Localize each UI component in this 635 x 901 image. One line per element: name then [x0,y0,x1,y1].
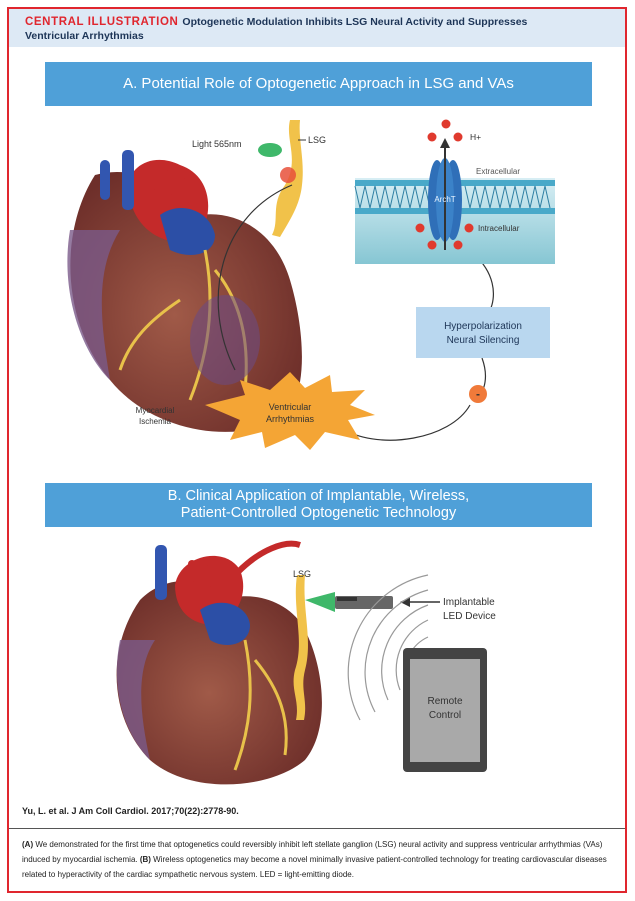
lsg-label-a: LSG [308,135,326,145]
lsg-label-b: LSG [293,569,311,579]
archt-channel-icon [428,138,462,250]
lsg-ganglion-a [258,120,303,237]
caption: (A) We demonstrated for the first time t… [22,837,614,882]
heart-a [67,150,302,432]
caption-a-text: We demonstrated for the first time that … [22,840,603,864]
title-line-2: Ventricular Arrhythmias [25,30,144,42]
central-illustration-label: CENTRAL ILLUSTRATION [25,16,179,28]
heart-b [116,540,322,785]
caption-divider [9,828,625,829]
title-line-1: Optogenetic Modulation Inhibits LSG Neur… [182,16,528,28]
panel-b-title: B. Clinical Application of Implantable, … [45,483,592,527]
panel-a-title: A. Potential Role of Optogenetic Approac… [45,62,592,106]
light-label: Light 565nm [192,139,242,149]
remote-control-icon [403,648,487,772]
ganglion-to-heart-line [217,184,293,371]
citation: Yu, L. et al. J Am Coll Cardiol. 2017;70… [22,806,239,816]
caption-b-text: Wireless optogenetics may become a novel… [22,855,607,879]
lsg-ganglion-b [293,575,308,720]
panel-b-title-line-1: B. Clinical Application of Implantable, … [167,488,470,504]
caption-a-tag: (A) [22,840,34,849]
extracellular-label: Extracellular [476,167,520,176]
panel-b-title-line-2: Patient-Controlled Optogenetic Technolog… [180,505,457,521]
green-light-beam [305,592,335,612]
proton-label: H+ [470,132,481,142]
arrhythmia-starburst-icon [205,372,375,450]
caption-b-tag: (B) [139,855,151,864]
archt-label: ArchT [434,195,455,204]
intracellular-label: Intracellular [478,224,520,233]
minus-icon [469,385,487,403]
minus-sign: - [476,387,480,401]
effect-box [416,307,550,358]
figure-frame [7,7,627,893]
proton-icons [415,119,474,250]
